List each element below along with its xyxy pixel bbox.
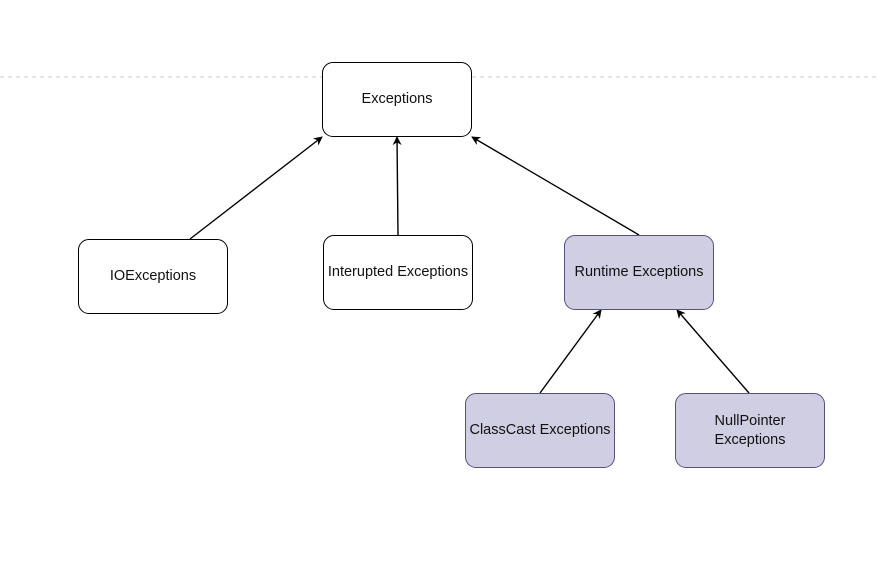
edge-arrow-interrupted-to-exceptions xyxy=(392,136,402,236)
node-label: IOExceptions xyxy=(109,268,197,285)
edge-arrow-nullpointer-to-runtime xyxy=(676,309,750,394)
node-label: Exceptions xyxy=(361,91,433,108)
edge-arrow-classcast-to-runtime xyxy=(539,309,602,394)
edge-arrow-runtime-to-exceptions xyxy=(471,136,640,236)
node-label: Runtime Exceptions xyxy=(574,264,704,281)
node-exceptions[interactable]: Exceptions xyxy=(322,62,472,137)
node-nullpointer-exceptions[interactable]: NullPointer Exceptions xyxy=(675,393,825,468)
node-label: Interupted Exceptions xyxy=(327,264,469,281)
node-io-exceptions[interactable]: IOExceptions xyxy=(78,239,228,314)
node-label: NullPointer Exceptions xyxy=(714,413,786,448)
node-runtime-exceptions[interactable]: Runtime Exceptions xyxy=(564,235,714,310)
edge-arrow-io-to-exceptions xyxy=(189,136,323,240)
node-classcast-exceptions[interactable]: ClassCast Exceptions xyxy=(465,393,615,468)
node-label: ClassCast Exceptions xyxy=(469,422,611,439)
node-interrupted-exceptions[interactable]: Interupted Exceptions xyxy=(323,235,473,310)
